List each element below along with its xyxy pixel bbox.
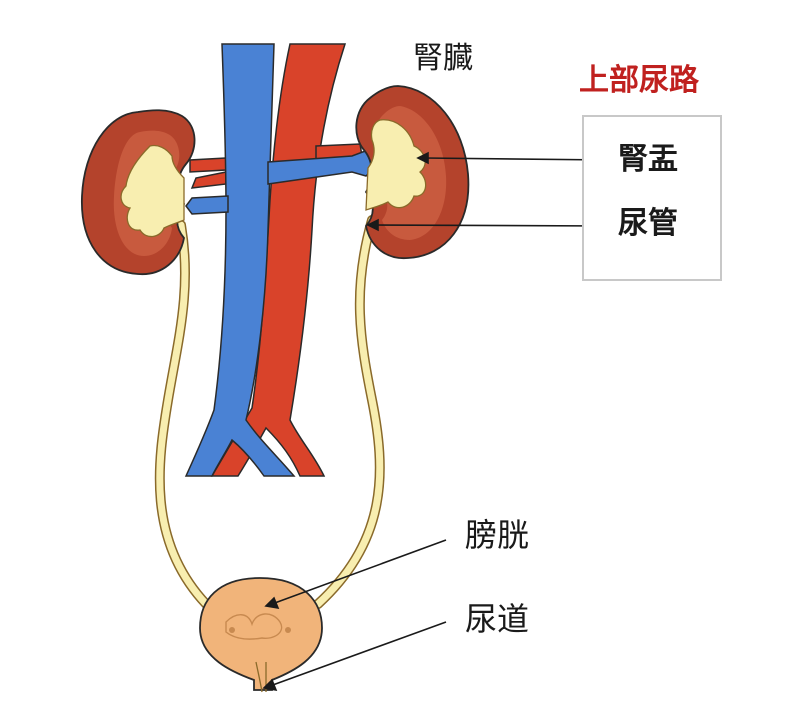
kidney-label: 腎臓 [413,41,473,76]
ureters [154,215,385,609]
left-kidney [81,109,196,275]
right-renal-pelvis [365,119,427,211]
vena-cava [184,43,296,477]
upper-urinary-tract-box: 腎盂 尿管 [582,115,722,281]
bladder [199,577,323,693]
ureter-pointer [373,224,611,227]
left-renal-vein [185,195,229,215]
bladder-label: 膀胱 [465,516,530,554]
right-ureter [313,215,385,609]
bladder-pointer [271,539,447,605]
blood-vessels [184,43,377,477]
renal-pelvis-label: 腎盂 [618,142,678,177]
urethra-label: 尿道 [465,600,530,638]
upper-urinary-tract-title: 上部尿路 [579,63,699,98]
renal-pelvis-pointer [423,157,611,161]
left-renal-artery [189,157,227,173]
urethra-pointer [269,621,447,687]
ureter-label: 尿管 [618,206,678,241]
left-renal-pelvis [120,144,185,238]
pointer-lines [262,151,611,692]
right-kidney [355,85,470,259]
